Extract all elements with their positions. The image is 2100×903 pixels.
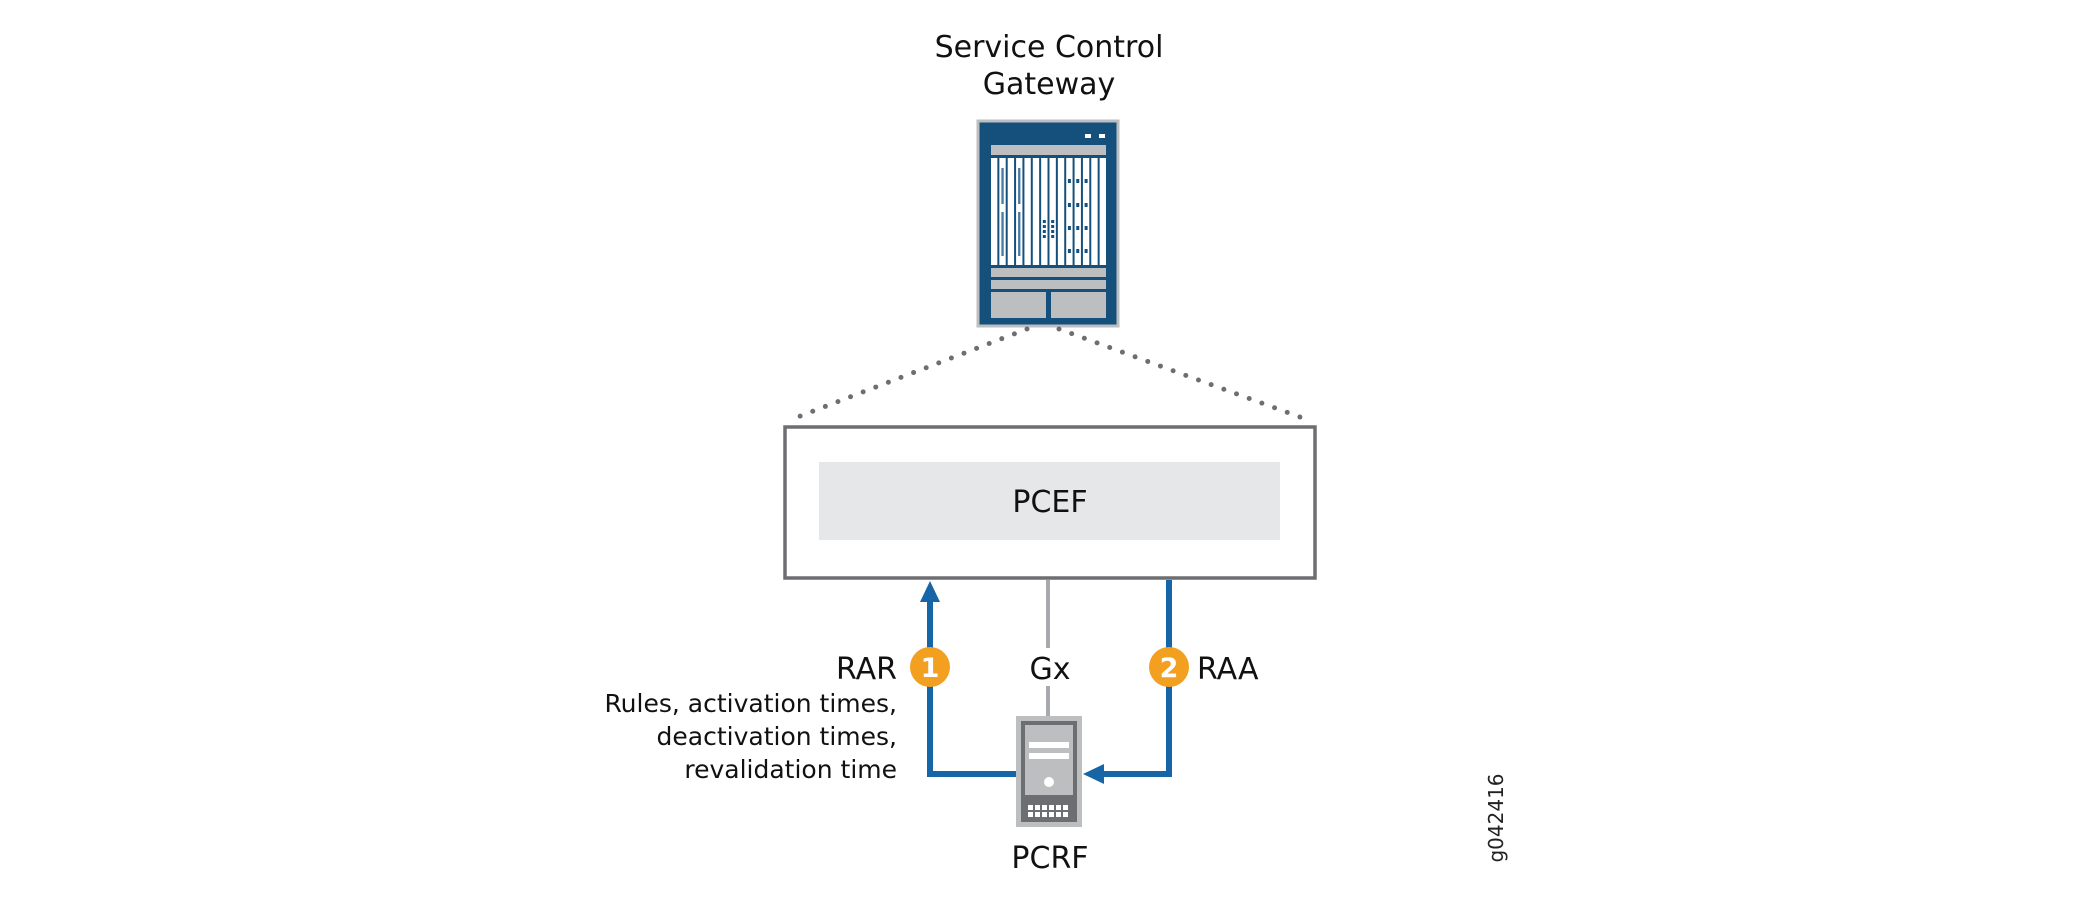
slot-card-detail (1001, 168, 1004, 204)
raa-flow-arrow (1083, 580, 1172, 784)
chassis-slot (999, 158, 1006, 265)
vent-cell (1049, 805, 1054, 810)
pcef-box[interactable] (819, 462, 1280, 540)
rar-description-line2: deactivation times, (657, 722, 897, 751)
chassis-slot (1024, 158, 1031, 265)
pcef-label: PCEF (1012, 485, 1087, 520)
slot-port (1076, 179, 1080, 183)
svg-text:2: 2 (1160, 653, 1179, 684)
slot-port (1067, 249, 1071, 253)
slot-port (1051, 225, 1055, 228)
arrow-left-icon (1083, 764, 1104, 784)
step-badge-1: 1 (910, 647, 950, 687)
chassis-router-icon (976, 119, 1120, 328)
slot-port (1067, 179, 1071, 183)
chassis-slot (1016, 158, 1023, 265)
gateway-title-line2: Gateway (983, 67, 1116, 102)
slot-port (1067, 226, 1071, 230)
chassis-slot (1099, 158, 1106, 265)
slot-port (1042, 220, 1046, 223)
slot-card-detail (1018, 212, 1021, 256)
vent-cell (1028, 812, 1033, 817)
chassis-slot (1041, 158, 1048, 265)
slot-port (1051, 230, 1055, 233)
rar-label: RAR (836, 652, 897, 687)
slot-port (1051, 220, 1055, 223)
vent-cell (1063, 805, 1068, 810)
chassis-slots (991, 158, 1106, 265)
chassis-slot (1032, 158, 1040, 265)
slot-port (1084, 203, 1088, 207)
pcrf-label: PCRF (1011, 841, 1088, 876)
vent-cell (1028, 805, 1033, 810)
chassis-slot (1049, 158, 1056, 265)
gateway-title: Service Control Gateway (935, 30, 1164, 102)
slot-port (1067, 203, 1071, 207)
slot-port (1076, 249, 1080, 253)
rar-description-line3: revalidation time (684, 755, 897, 784)
chassis-slot (1074, 158, 1081, 265)
slot-port (1076, 203, 1080, 207)
chassis-slot (1057, 158, 1065, 265)
slot-port (1084, 249, 1088, 253)
slot-port (1042, 225, 1046, 228)
raa-label: RAA (1197, 652, 1259, 687)
zoom-line-left (787, 326, 1030, 423)
slot-card-detail (1018, 168, 1021, 204)
arrow-up-icon (920, 581, 940, 602)
vent-cell (1056, 805, 1061, 810)
rar-description-line1: Rules, activation times, (604, 689, 897, 718)
slot-port (1084, 226, 1088, 230)
vent-cell (1056, 812, 1061, 817)
vent-cell (1042, 812, 1047, 817)
figure-id: g042416 (1484, 773, 1508, 862)
chassis-slot (991, 158, 998, 265)
gateway-title-line1: Service Control (935, 30, 1164, 65)
server-vent-grid (1028, 805, 1068, 817)
slot-port (1076, 226, 1080, 230)
server-icon[interactable] (1016, 716, 1082, 827)
slot-port (1042, 230, 1046, 233)
chassis-slot (1066, 158, 1073, 265)
vent-cell (1035, 812, 1040, 817)
slot-port (1051, 235, 1055, 238)
slot-card-detail (1001, 212, 1004, 256)
vent-cell (1042, 805, 1047, 810)
slot-port (1084, 179, 1088, 183)
vent-cell (1035, 805, 1040, 810)
chassis-slot (1091, 158, 1098, 265)
svg-text:1: 1 (921, 653, 940, 684)
slot-port (1042, 235, 1046, 238)
chassis-slot (1082, 158, 1090, 265)
vent-cell (1063, 812, 1068, 817)
zoom-line-right (1056, 326, 1311, 423)
step-badge-2: 2 (1149, 647, 1189, 687)
vent-cell (1049, 812, 1054, 817)
chassis-slot (1007, 158, 1015, 265)
gx-label: Gx (1029, 652, 1070, 687)
